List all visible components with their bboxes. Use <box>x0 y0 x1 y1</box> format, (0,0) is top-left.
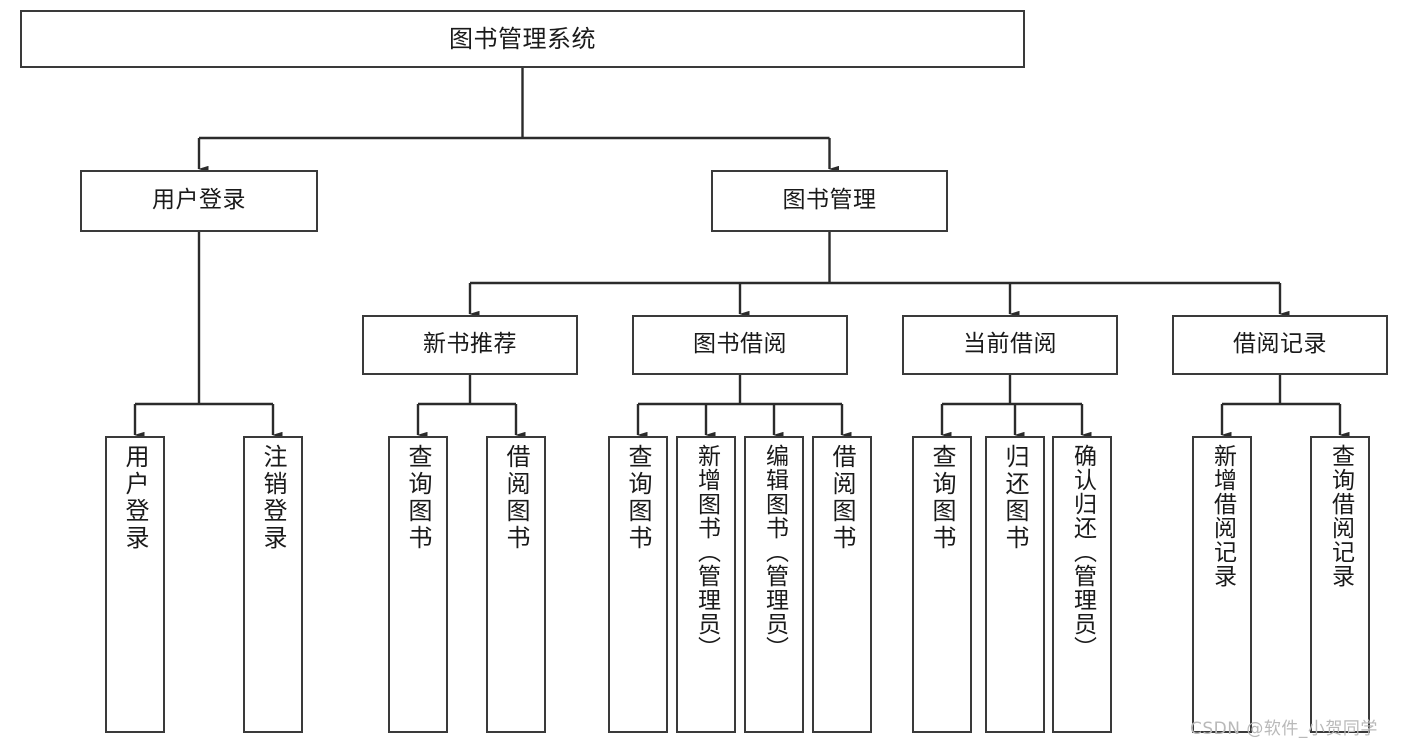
node-book-borrow[interactable]: 图书借阅 <box>632 315 848 375</box>
node-label-leaf-edit-book: 编辑图书（管理员） <box>761 444 788 660</box>
node-label-leaf-query-book-1: 查询图书 <box>404 444 432 552</box>
node-label-root: 图书管理系统 <box>449 24 596 53</box>
node-book-manage[interactable]: 图书管理 <box>711 170 948 232</box>
node-new-book-rec[interactable]: 新书推荐 <box>362 315 578 375</box>
node-label-book-borrow: 图书借阅 <box>693 331 787 358</box>
node-root[interactable]: 图书管理系统 <box>20 10 1025 68</box>
node-leaf-add-book[interactable]: 新增图书（管理员） <box>676 436 736 733</box>
node-label-borrow-record: 借阅记录 <box>1233 331 1327 358</box>
watermark-label: CSDN @软件_小贺同学 <box>1190 719 1378 739</box>
node-leaf-query-book-1[interactable]: 查询图书 <box>388 436 448 733</box>
node-label-current-borrow: 当前借阅 <box>963 331 1057 358</box>
node-label-leaf-borrow-book-1: 借阅图书 <box>502 444 530 552</box>
node-leaf-query-book-2[interactable]: 查询图书 <box>608 436 668 733</box>
node-label-user-login: 用户登录 <box>152 187 246 214</box>
node-leaf-query-book-3[interactable]: 查询图书 <box>912 436 972 733</box>
node-leaf-return-book[interactable]: 归还图书 <box>985 436 1045 733</box>
node-borrow-record[interactable]: 借阅记录 <box>1172 315 1388 375</box>
node-leaf-confirm-return[interactable]: 确认归还（管理员） <box>1052 436 1112 733</box>
node-leaf-user-login[interactable]: 用户登录 <box>105 436 165 733</box>
node-user-login[interactable]: 用户登录 <box>80 170 318 232</box>
node-label-leaf-return-book: 归还图书 <box>1001 444 1029 552</box>
node-label-leaf-borrow-book-2: 借阅图书 <box>828 444 856 552</box>
node-leaf-edit-book[interactable]: 编辑图书（管理员） <box>744 436 804 733</box>
node-leaf-query-record[interactable]: 查询借阅记录 <box>1310 436 1370 733</box>
node-leaf-user-logout[interactable]: 注销登录 <box>243 436 303 733</box>
node-label-leaf-add-book: 新增图书（管理员） <box>693 444 720 660</box>
node-label-leaf-query-record: 查询借阅记录 <box>1327 444 1354 588</box>
node-label-leaf-user-login: 用户登录 <box>121 444 149 552</box>
node-label-leaf-user-logout: 注销登录 <box>259 444 287 552</box>
node-leaf-add-record[interactable]: 新增借阅记录 <box>1192 436 1252 733</box>
node-label-new-book-rec: 新书推荐 <box>423 331 517 358</box>
node-leaf-borrow-book-2[interactable]: 借阅图书 <box>812 436 872 733</box>
node-label-leaf-query-book-3: 查询图书 <box>928 444 956 552</box>
node-leaf-borrow-book-1[interactable]: 借阅图书 <box>486 436 546 733</box>
node-label-leaf-query-book-2: 查询图书 <box>624 444 652 552</box>
edge-group <box>133 68 1350 439</box>
node-label-leaf-confirm-return: 确认归还（管理员） <box>1069 444 1096 660</box>
node-label-leaf-add-record: 新增借阅记录 <box>1209 444 1236 588</box>
node-current-borrow[interactable]: 当前借阅 <box>902 315 1118 375</box>
node-label-book-manage: 图书管理 <box>782 187 877 214</box>
